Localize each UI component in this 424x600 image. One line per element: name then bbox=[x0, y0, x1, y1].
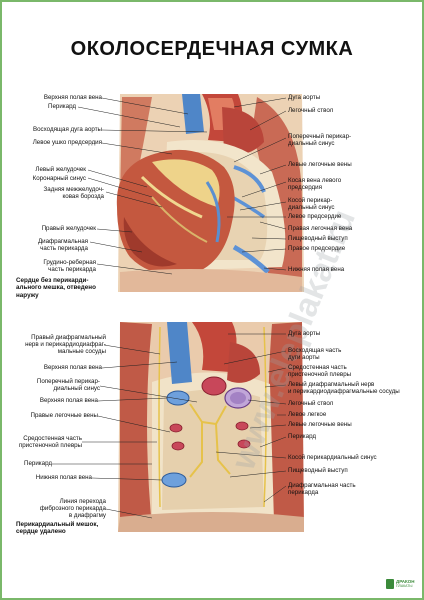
figure1-ivc bbox=[232, 244, 270, 274]
figure2-right-phrenic-nerve bbox=[158, 326, 161, 508]
figure1-heart-apex bbox=[123, 217, 177, 267]
figure2-svc bbox=[167, 322, 192, 384]
figure2-left-leaders bbox=[52, 344, 198, 519]
publisher-logo: ДРАКОН ПЛАКАТЫ bbox=[386, 578, 416, 592]
fig1-label-pulmonary-trunk: Легочный ствол bbox=[288, 107, 334, 114]
fig1-label-ascending-aorta: Восходящая дуга аорты bbox=[32, 126, 102, 133]
fig1-label-coronary-sinus: Коронарный синус bbox=[32, 175, 86, 182]
figure2-pulmonary-trunk bbox=[227, 342, 260, 383]
fig1-label-right-atrium: Правое предсердие bbox=[288, 245, 346, 252]
figure1-right-leaders bbox=[227, 97, 287, 271]
fig1-label-posterior-groove: Задняя межжелудоч- ковая борозда bbox=[43, 186, 104, 201]
fig2-label-diaphragmatic-part: Диафрагмальная часть перикарда bbox=[288, 482, 356, 497]
fig2-label-fibrous-transition: Линия перехода фиброзного перикарда в ди… bbox=[39, 498, 106, 520]
figure2-right-pulmonary-vein-2 bbox=[171, 441, 185, 451]
fig2-label-superior-vena-cava-2: Верхняя полая вена bbox=[39, 397, 98, 404]
fig2-label-pericardium: Перикард bbox=[24, 460, 52, 467]
fig1-label-left-atrium: Левое предсердие bbox=[288, 213, 342, 220]
publisher-name: ДРАКОН bbox=[396, 579, 415, 584]
page-title: ОКОЛОСЕРДЕЧНАЯ СУМКА bbox=[70, 38, 354, 60]
fig1-label-oblique-vein: Косая вена левого предсердия bbox=[288, 177, 342, 192]
figure2-right-chest-wall bbox=[268, 322, 304, 530]
fig1-label-inferior-vena-cava: Нижняя полая вена bbox=[288, 266, 345, 273]
fig1-label-sternocostal-part: Грудино-реберная часть перикарда bbox=[43, 259, 96, 274]
publisher-sub: ПЛАКАТЫ bbox=[396, 584, 413, 588]
fig1-label-right-ventricle: Правый желудочек bbox=[41, 225, 96, 232]
figure2-left-pulmonary-vein-1 bbox=[235, 421, 249, 431]
fig2-label-oblique-sinus: Косой перикардиальный синус bbox=[288, 454, 377, 461]
fig2-label-mediastinal-pleura: Средостенная часть пристеночной плевры bbox=[18, 435, 82, 450]
figure1-heart-fat bbox=[152, 159, 220, 207]
figure2-ivc-opening bbox=[161, 472, 187, 488]
fig1-label-left-pulmonary-veins: Левые легочные вены bbox=[288, 161, 352, 168]
fig1-label-pericardium: Перикард bbox=[48, 103, 76, 110]
fig2-label-right-pulmonary-veins: Правые легочные вены bbox=[30, 412, 98, 419]
fig2-label-left-pulmonary-veins: Левые легочные вены bbox=[288, 421, 352, 428]
figure2-diaphragm bbox=[118, 512, 304, 532]
figure2-svc-opening bbox=[166, 390, 190, 406]
figure1-pulmonary-trunk bbox=[222, 107, 264, 155]
figure2-left-pulmonary-vein-2 bbox=[237, 439, 251, 449]
fig1-label-right-pulmonary-vein: Правая легочная вена bbox=[288, 225, 353, 232]
figure2-caption: Перикардиальный мешок, сердце удалено bbox=[16, 521, 99, 536]
figure2-sac-back bbox=[162, 389, 264, 510]
fig1-label-transverse-sinus: Поперечный перикар- диальный синус bbox=[288, 133, 352, 148]
fig1-label-diaphragmatic-part: Диафрагмальная часть перикарда bbox=[37, 238, 88, 253]
fig2-label-pulmonary-trunk: Легочный ствол bbox=[288, 400, 334, 407]
fig1-label-superior-vena-cava: Верхняя полая вена bbox=[43, 94, 102, 101]
figure1-caption: Сердце без перикарди- ального мешка, отв… bbox=[16, 277, 96, 299]
fig2-label-transverse-sinus: Поперечный перикар- диальный синус bbox=[36, 378, 100, 393]
fig2-label-right-phrenic-nerve: Правый диафрагмальный нерв и перикардиод… bbox=[25, 334, 106, 356]
figure2-aorta bbox=[192, 322, 237, 372]
fig2-label-superior-vena-cava-1: Верхняя полая вена bbox=[43, 364, 102, 371]
figure2-right-leaders bbox=[215, 333, 287, 503]
fig2-label-ascending-aorta: Восходящая часть дуги аорты bbox=[288, 347, 342, 362]
figure2-aorta-opening bbox=[201, 376, 227, 396]
figure2-illustration bbox=[118, 322, 304, 532]
fig2-label-left-lung: Левое легкое bbox=[288, 411, 327, 418]
fig2-label-inferior-vena-cava: Нижняя полая вена bbox=[35, 474, 92, 481]
fig2-label-pericardium: Перикард bbox=[288, 433, 316, 440]
fig2-label-left-phrenic-nerve: Левый диафрагмальный нерв и перикардиоди… bbox=[288, 381, 400, 396]
fig1-label-oblique-sinus: Косой перикар- диальный синус bbox=[288, 197, 335, 212]
figure2-oblique-sinus-border bbox=[189, 403, 203, 478]
fig2-label-mediastinal-pleura: Средостенная часть пристеночной плевры bbox=[288, 364, 352, 379]
fig1-label-esophageal-prominence: Пищеводный выступ bbox=[288, 235, 348, 242]
fig1-label-aortic-arch: Дуга аорты bbox=[288, 94, 321, 101]
figure1-diaphragm bbox=[120, 268, 302, 292]
figure1-left-leaders bbox=[77, 97, 208, 275]
fig1-label-left-ventricle: Левый желудочек bbox=[35, 166, 86, 173]
figure2-left-phrenic-nerve bbox=[263, 326, 267, 508]
figure1-svc bbox=[182, 94, 204, 134]
figure1-illustration bbox=[116, 94, 304, 292]
fig1-label-left-auricle: Левое ушко предсердия bbox=[32, 139, 102, 146]
fig2-label-aortic-arch: Дуга аорты bbox=[288, 330, 321, 337]
figure1-pulmonary-veins bbox=[233, 165, 266, 193]
figure1-coronary-sinus bbox=[205, 181, 221, 243]
publisher-logo-icon bbox=[386, 579, 394, 589]
fig2-label-esophageal-prominence: Пищеводный выступ bbox=[288, 467, 348, 474]
figure2-right-pulmonary-vein-1 bbox=[169, 423, 183, 433]
figure2-left-chest-wall bbox=[120, 322, 152, 530]
